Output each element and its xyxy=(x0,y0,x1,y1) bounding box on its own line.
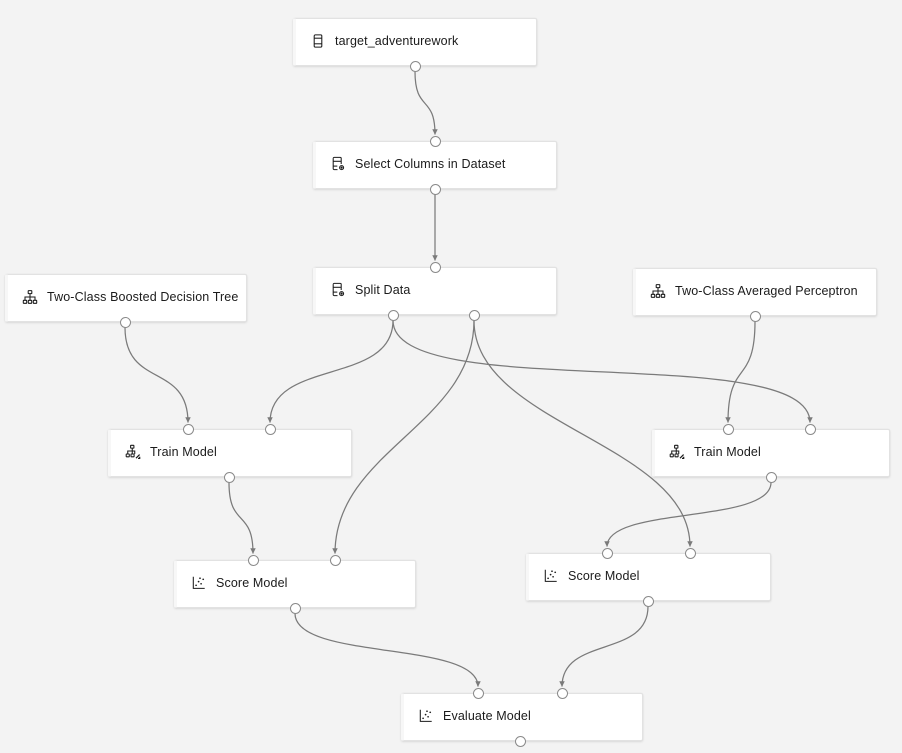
output-port-split_data-1[interactable] xyxy=(468,309,480,321)
node-header: Two-Class Boosted Decision Tree xyxy=(8,275,246,308)
edge-two_class_averaged_perceptron-to-train_model_right[interactable] xyxy=(725,321,756,423)
input-port-score_model_left-0[interactable] xyxy=(247,554,259,566)
edge-score_model_left-to-evaluate_model[interactable] xyxy=(294,613,481,687)
output-port-train_model_right-0[interactable] xyxy=(765,471,777,483)
output-port-two_class_averaged_perceptron-0[interactable] xyxy=(749,310,761,322)
output-port-two_class_boosted_decision_tree-0[interactable] xyxy=(119,316,131,328)
output-port-train_model_left-0[interactable] xyxy=(223,471,235,483)
input-port-select_columns_in_dataset-0[interactable] xyxy=(429,135,441,147)
output-port-evaluate_model-0[interactable] xyxy=(514,735,526,747)
edge-two_class_boosted_decision_tree-to-train_model_left[interactable] xyxy=(124,327,191,423)
node-select_columns_in_dataset[interactable]: Select Columns in Dataset xyxy=(313,141,557,189)
input-port-score_model_right-0[interactable] xyxy=(601,547,613,559)
node-header: Two-Class Averaged Perceptron xyxy=(636,269,876,302)
node-header: target_adventurework xyxy=(296,19,536,52)
node-title: Split Data xyxy=(355,283,411,297)
node-two_class_boosted_decision_tree[interactable]: Two-Class Boosted Decision Tree xyxy=(5,274,247,322)
edge-split_data-to-train_model_right[interactable] xyxy=(392,320,813,423)
input-port-train_model_left-0[interactable] xyxy=(182,423,194,435)
train-model-icon xyxy=(669,444,685,460)
input-port-train_model_right-0[interactable] xyxy=(722,423,734,435)
node-title: Train Model xyxy=(694,445,761,459)
input-port-train_model_left-1[interactable] xyxy=(264,423,276,435)
node-header: Train Model xyxy=(655,430,889,463)
edge-train_model_left-to-score_model_left[interactable] xyxy=(228,482,256,554)
node-header: Score Model xyxy=(529,554,770,587)
database-icon xyxy=(310,33,326,49)
train-model-icon xyxy=(125,444,141,460)
node-title: Evaluate Model xyxy=(443,709,531,723)
edge-train_model_right-to-score_model_right[interactable] xyxy=(604,482,772,547)
node-split_data[interactable]: Split Data xyxy=(313,267,557,315)
input-port-score_model_right-1[interactable] xyxy=(684,547,696,559)
node-title: Two-Class Boosted Decision Tree xyxy=(47,290,239,304)
output-port-select_columns_in_dataset-0[interactable] xyxy=(429,183,441,195)
node-train_model_left[interactable]: Train Model xyxy=(108,429,352,477)
input-port-split_data-0[interactable] xyxy=(429,261,441,273)
output-port-score_model_right-0[interactable] xyxy=(642,595,654,607)
node-title: Two-Class Averaged Perceptron xyxy=(675,284,858,298)
node-score_model_right[interactable]: Score Model xyxy=(526,553,771,601)
node-title: Score Model xyxy=(216,576,288,590)
node-header: Train Model xyxy=(111,430,351,463)
input-port-evaluate_model-0[interactable] xyxy=(472,687,484,699)
node-title: Train Model xyxy=(150,445,217,459)
node-header: Split Data xyxy=(316,268,556,301)
edge-split_data-to-score_model_left[interactable] xyxy=(332,320,475,554)
edge-target_adventurework-to-select_columns_in_dataset[interactable] xyxy=(414,71,438,135)
score-model-icon xyxy=(543,568,559,584)
score-model-icon xyxy=(418,708,434,724)
output-port-target_adventurework-0[interactable] xyxy=(409,60,421,72)
score-model-icon xyxy=(191,575,207,591)
node-title: Select Columns in Dataset xyxy=(355,157,506,171)
node-header: Score Model xyxy=(177,561,415,594)
database-gear-icon xyxy=(330,156,346,172)
node-target_adventurework[interactable]: target_adventurework xyxy=(293,18,537,66)
output-port-split_data-0[interactable] xyxy=(387,309,399,321)
edge-score_model_right-to-evaluate_model[interactable] xyxy=(559,606,649,687)
node-score_model_left[interactable]: Score Model xyxy=(174,560,416,608)
input-port-score_model_left-1[interactable] xyxy=(329,554,341,566)
edge-split_data-to-train_model_left[interactable] xyxy=(267,320,394,423)
node-train_model_right[interactable]: Train Model xyxy=(652,429,890,477)
node-two_class_averaged_perceptron[interactable]: Two-Class Averaged Perceptron xyxy=(633,268,877,316)
node-title: Score Model xyxy=(568,569,640,583)
output-port-score_model_left-0[interactable] xyxy=(289,602,301,614)
node-header: Evaluate Model xyxy=(404,694,642,727)
node-header: Select Columns in Dataset xyxy=(316,142,556,175)
hierarchy-icon xyxy=(650,283,666,299)
database-gear-icon xyxy=(330,282,346,298)
hierarchy-icon xyxy=(22,289,38,305)
node-title: target_adventurework xyxy=(335,34,459,48)
input-port-evaluate_model-1[interactable] xyxy=(556,687,568,699)
node-evaluate_model[interactable]: Evaluate Model xyxy=(401,693,643,741)
input-port-train_model_right-1[interactable] xyxy=(804,423,816,435)
